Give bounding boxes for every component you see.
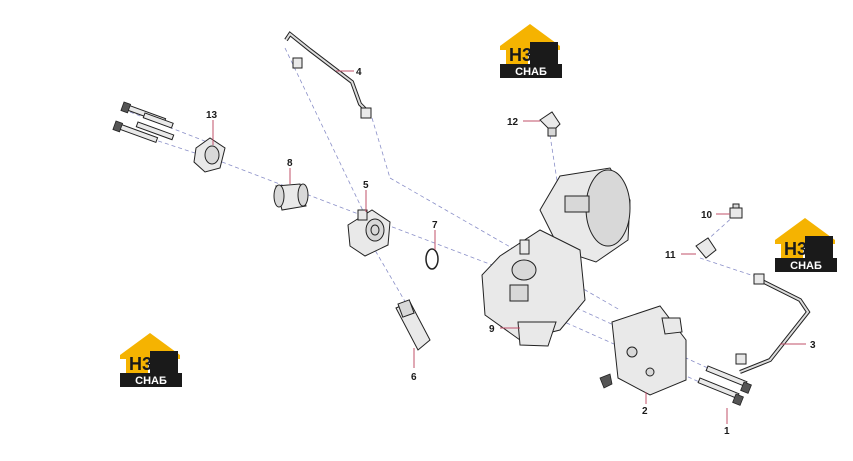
part-12-elbow xyxy=(539,111,561,137)
logo-word: СНАБ xyxy=(790,260,822,272)
callout-7: 7 xyxy=(432,220,438,231)
callout-6: 6 xyxy=(411,372,417,383)
callout-8: 8 xyxy=(287,158,293,169)
logo-letters: Н3 xyxy=(784,239,807,259)
part-4-tube xyxy=(284,31,372,119)
part-13-bolts-flange xyxy=(112,101,226,173)
callout-13: 13 xyxy=(206,110,218,121)
logo-word: СНАБ xyxy=(515,66,547,78)
part-7-oring xyxy=(425,248,439,270)
part-2-valve-block xyxy=(599,305,687,396)
leader-lines xyxy=(212,70,806,424)
callout-labels: 13 8 4 5 7 6 9 12 10 11 3 2 1 xyxy=(206,67,816,437)
callout-5: 5 xyxy=(363,180,369,191)
part-11-elbow xyxy=(695,237,717,259)
part-10-fitting xyxy=(729,203,743,219)
callout-1: 1 xyxy=(724,426,730,437)
callout-10: 10 xyxy=(701,210,713,221)
callout-3: 3 xyxy=(810,340,816,351)
logo-left: Н3 СНАБ xyxy=(120,333,182,387)
part-9-pump xyxy=(481,167,631,347)
part-1-bolts xyxy=(697,365,752,406)
part-6-valve xyxy=(395,299,431,351)
callout-4: 4 xyxy=(356,67,362,78)
logo-top: Н3 СНАБ xyxy=(500,24,562,78)
part-3-tube xyxy=(735,273,811,374)
logo-word: СНАБ xyxy=(135,375,167,387)
logo-letters: Н3 xyxy=(129,354,152,374)
callout-2: 2 xyxy=(642,406,648,417)
callout-9: 9 xyxy=(489,324,495,335)
part-5-block xyxy=(347,209,391,257)
part-8-fitting xyxy=(273,183,309,211)
logo-letters: Н3 xyxy=(509,45,532,65)
callout-11: 11 xyxy=(665,250,676,261)
logo-right: Н3 СНАБ xyxy=(775,218,837,272)
callout-12: 12 xyxy=(507,117,519,128)
